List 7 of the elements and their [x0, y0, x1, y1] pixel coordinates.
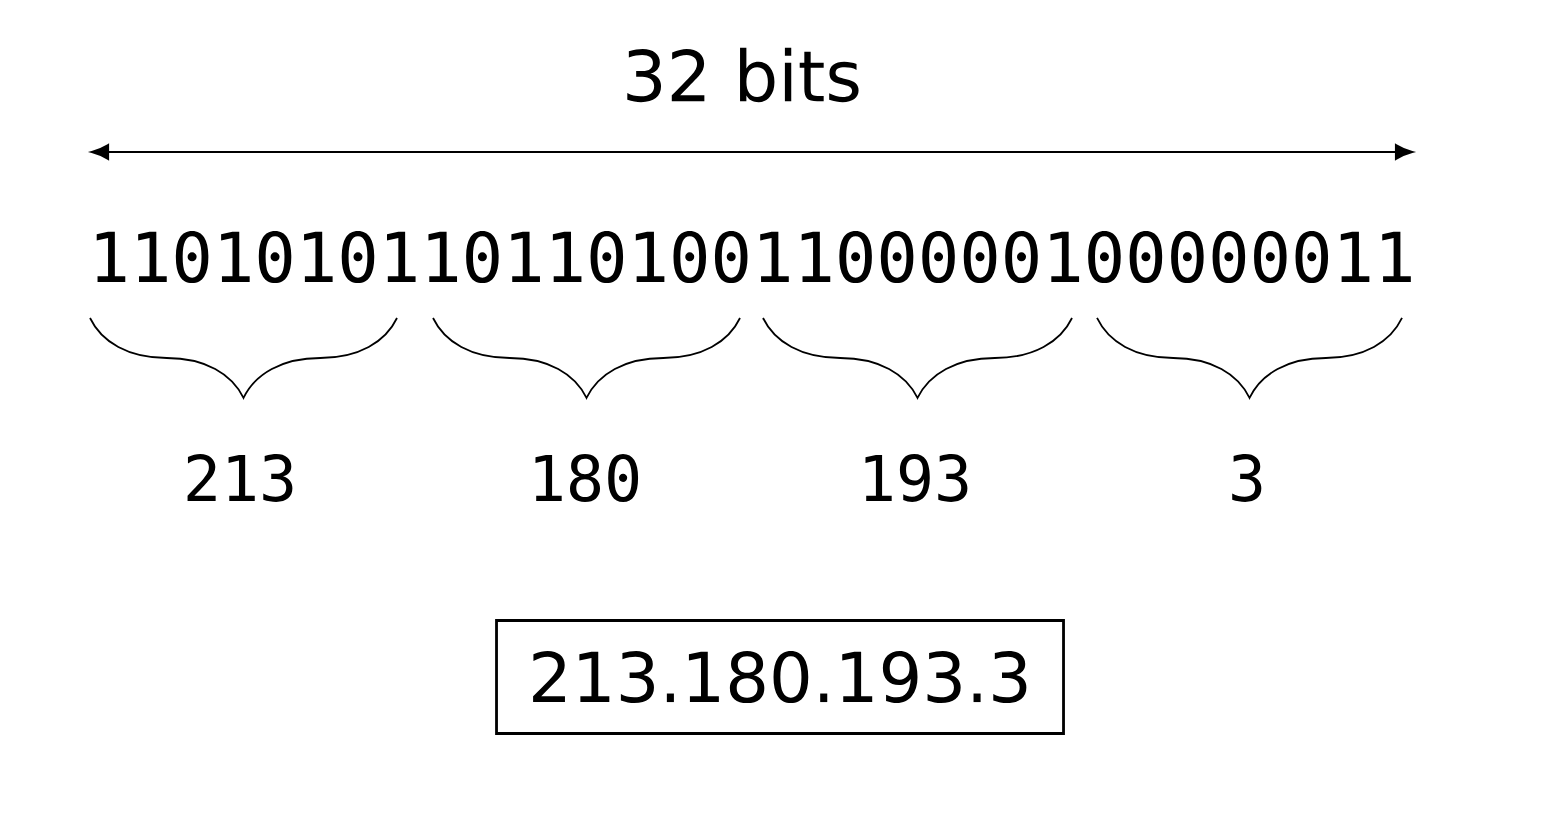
binary-number: 11010101101101001100000100000011: [96, 230, 1411, 284]
octet-value: 3: [1232, 454, 1262, 502]
address-box: 213.180.193.3: [495, 619, 1065, 735]
dimension-label: 32 bits: [627, 47, 859, 103]
octet-value: 213: [187, 454, 293, 502]
octet-value: 193: [865, 454, 968, 502]
octet-value: 180: [535, 454, 639, 502]
